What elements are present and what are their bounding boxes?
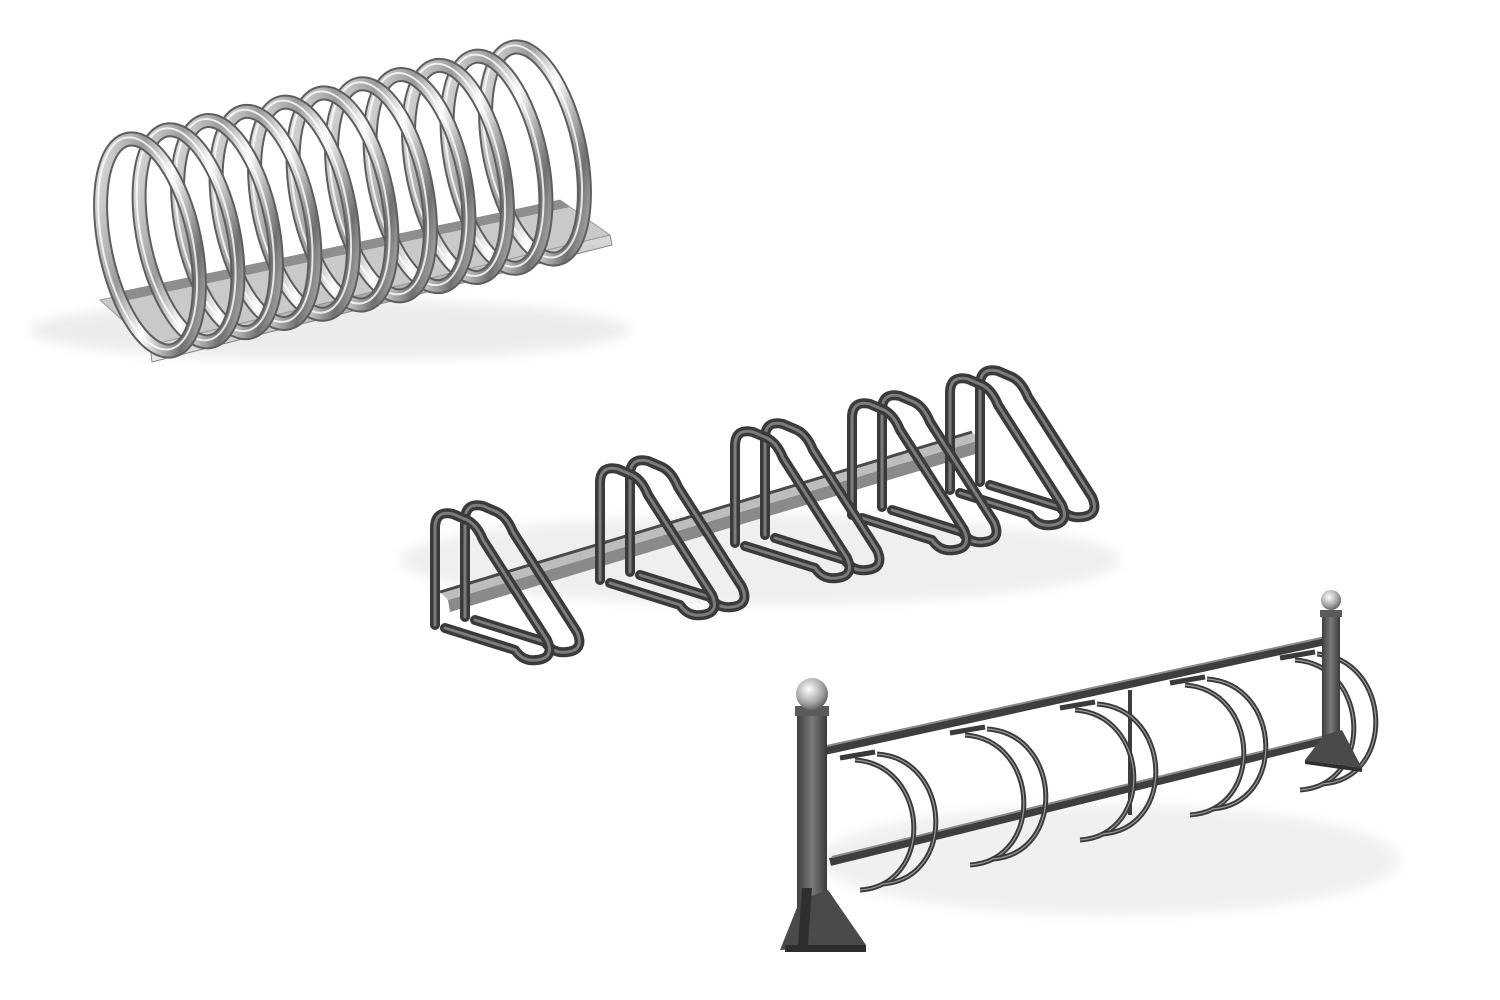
wheel-hoop [949, 724, 1049, 868]
spiral-coil [131, 122, 246, 350]
spiral-coils [93, 39, 592, 359]
left-post-finial [796, 678, 828, 710]
spiral-coil [362, 67, 477, 295]
triangular-hoop-bike-rack [400, 365, 1120, 666]
triangular-hoops [430, 365, 1100, 666]
spiral-coil [93, 131, 207, 359]
post-rack-right-post [1305, 590, 1362, 772]
spiral-coil [170, 113, 284, 341]
triangular-hoop-unit [430, 500, 585, 666]
post-and-rail-bike-rack [780, 590, 1400, 952]
spiral-coil [247, 94, 361, 322]
right-post-finial [1321, 590, 1341, 610]
triangular-hoop-unit [730, 418, 885, 584]
spiral-coil [439, 48, 554, 276]
post-rack-hoops [839, 649, 1379, 893]
triangular-hoop-unit [595, 455, 750, 621]
wheel-hoop [1169, 674, 1269, 818]
wheel-hoop [839, 749, 939, 893]
triangular-hoop-unit [847, 390, 1002, 556]
post-rack-left-post [780, 678, 866, 952]
triangular-rack-shadow [400, 515, 1120, 605]
spiral-coil [285, 85, 400, 313]
wheel-hoop [1059, 699, 1159, 843]
triangular-hoop-unit [945, 365, 1100, 531]
spiral-coil [324, 76, 438, 304]
spiral-coil [401, 57, 515, 285]
wheel-hoop [1279, 649, 1379, 793]
spiral-coil [208, 103, 323, 331]
spiral-bike-rack [30, 39, 630, 363]
spiral-coil [478, 39, 592, 267]
